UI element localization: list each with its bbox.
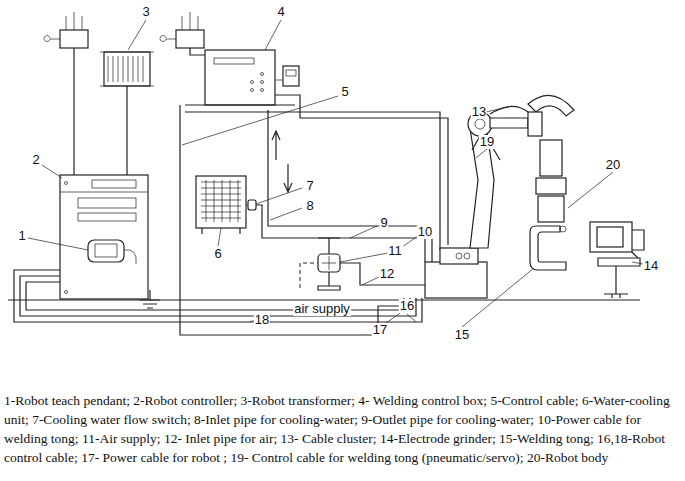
callout-number: 2 — [31, 153, 40, 167]
callout-number: 5 — [340, 85, 349, 99]
callout-number: 15 — [454, 328, 470, 342]
callout-number: 4 — [276, 5, 285, 19]
callout-number: 7 — [305, 179, 314, 193]
callout-number: 12 — [379, 267, 395, 281]
callout-number: 11 — [387, 244, 403, 258]
callout-number: 13 — [471, 105, 487, 119]
callout-number: 1 — [17, 229, 26, 243]
callout-number: 19 — [479, 135, 495, 149]
callout-number: 6 — [213, 247, 222, 261]
callout-number: 9 — [379, 216, 388, 230]
callout-number: 16 — [399, 299, 415, 313]
callout-number: 18 — [254, 313, 270, 327]
robot-welding-system-illustration — [0, 0, 685, 390]
callout-number: 14 — [643, 259, 659, 273]
part-label: air supply — [293, 302, 351, 316]
callout-number: 17 — [372, 323, 388, 337]
figure-caption: 1-Robot teach pendant; 2-Robot controlle… — [4, 391, 681, 467]
callout-number: 3 — [141, 5, 150, 19]
callout-number: 10 — [417, 225, 433, 239]
callout-number: 8 — [305, 199, 314, 213]
callout-number: 20 — [605, 158, 621, 172]
